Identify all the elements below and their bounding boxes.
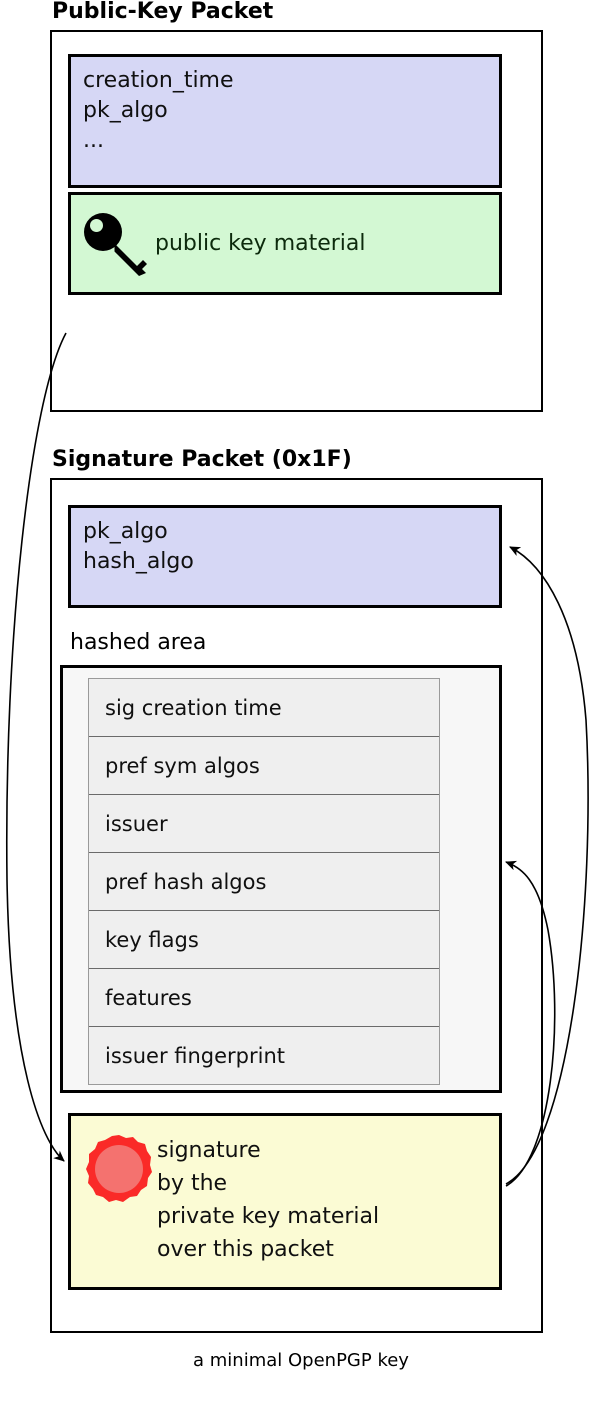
signature-line-3: private key material xyxy=(157,1204,380,1229)
public-key-field-creation-time: creation_time xyxy=(83,68,234,93)
list-item: issuer xyxy=(89,795,439,853)
public-key-packet-title: Public-Key Packet xyxy=(52,0,274,24)
signature-line-2: by the xyxy=(157,1171,228,1196)
list-item: pref sym algos xyxy=(89,737,439,795)
signature-packet-title: Signature Packet (0x1F) xyxy=(52,447,352,472)
signature-line-4: over this packet xyxy=(157,1237,334,1262)
hashed-area-label: hashed area xyxy=(70,630,207,655)
public-key-fields-box: creation_time pk_algo ... xyxy=(68,54,502,188)
signature-text: signature by the private key material ov… xyxy=(157,1134,379,1266)
signature-line-1: signature xyxy=(157,1138,261,1163)
public-key-material-label: public key material xyxy=(155,230,366,256)
seal-icon xyxy=(85,1134,153,1204)
public-key-material-box: public key material xyxy=(68,192,502,295)
public-key-field-pk-algo: pk_algo xyxy=(83,98,168,123)
list-item: pref hash algos xyxy=(89,853,439,911)
signature-field-hash-algo: hash_algo xyxy=(83,549,194,574)
list-item: sig creation time xyxy=(89,679,439,737)
signature-field-pk-algo: pk_algo xyxy=(83,519,168,544)
hashed-subpacket-list: sig creation time pref sym algos issuer … xyxy=(88,678,440,1085)
public-key-field-ellipsis: ... xyxy=(83,128,104,153)
diagram-caption: a minimal OpenPGP key xyxy=(193,1350,409,1371)
list-item: features xyxy=(89,969,439,1027)
list-item: key flags xyxy=(89,911,439,969)
list-item: issuer fingerprint xyxy=(89,1027,439,1085)
signature-box: signature by the private key material ov… xyxy=(68,1113,502,1290)
key-icon xyxy=(81,210,149,278)
signature-fields-box: pk_algo hash_algo xyxy=(68,505,502,608)
